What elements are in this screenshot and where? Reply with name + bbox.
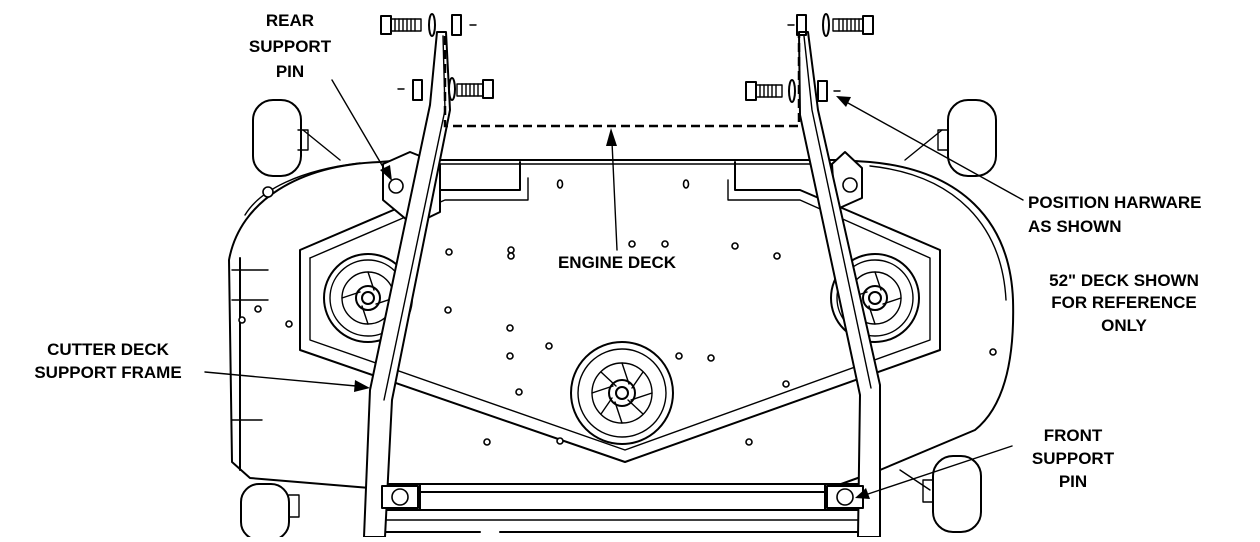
front-right-caster-wheel (899, 455, 982, 533)
deck-reference-line-1: 52" DECK SHOWN (1049, 271, 1199, 290)
position-hardware-leader (836, 96, 1024, 201)
cutter-deck-line-1: CUTTER DECK (47, 340, 170, 359)
front-left-caster-wheel (240, 483, 300, 541)
deck-reference-label: 52" DECK SHOWN FOR REFERENCE ONLY (1049, 271, 1199, 335)
rear-support-pin-line-3: PIN (276, 62, 304, 81)
cutter-deck-support-frame-leader (204, 371, 370, 392)
top-left-upper-bolt (380, 13, 477, 37)
top-right-upper-bolt (787, 13, 874, 37)
rear-support-pin-line-1: REAR (266, 11, 314, 30)
cutter-deck-support-frame-label: CUTTER DECK SUPPORT FRAME (34, 340, 181, 382)
left-support-frame-arm (363, 31, 451, 538)
right-spindle-pulley (830, 253, 920, 343)
center-spindle-pulley (570, 341, 674, 445)
rear-support-pin-leader (331, 79, 392, 181)
engine-deck-text: ENGINE DECK (558, 253, 677, 272)
rear-support-pin-label: REAR SUPPORT PIN (249, 11, 332, 81)
front-support-pin-leader (855, 445, 1013, 499)
engine-deck-leader (606, 128, 618, 251)
front-support-pin-line-2: SUPPORT (1032, 449, 1115, 468)
deck-reference-line-2: FOR REFERENCE (1051, 293, 1196, 312)
top-right-lower-bolt (745, 79, 841, 103)
front-support-pins (381, 485, 864, 509)
front-support-pin-line-1: FRONT (1044, 426, 1103, 445)
position-hardware-label: POSITION HARWARE AS SHOWN (1028, 193, 1201, 236)
engine-deck-label: ENGINE DECK (558, 253, 677, 272)
engine-deck-outline (443, 36, 801, 128)
rear-right-caster-wheel (904, 99, 997, 177)
deck-holes (238, 176, 997, 446)
front-support-pin-label: FRONT SUPPORT PIN (1032, 426, 1115, 491)
cutter-deck-line-2: SUPPORT FRAME (34, 363, 181, 382)
deck-reference-line-3: ONLY (1101, 316, 1147, 335)
rear-left-caster-wheel (252, 99, 341, 177)
top-left-lower-bolt (397, 77, 494, 101)
front-support-pin-line-3: PIN (1059, 472, 1087, 491)
right-support-frame-arm (798, 31, 881, 538)
rear-support-pin-line-2: SUPPORT (249, 37, 332, 56)
position-hardware-line-2: AS SHOWN (1028, 217, 1122, 236)
position-hardware-line-1: POSITION HARWARE (1028, 193, 1201, 212)
